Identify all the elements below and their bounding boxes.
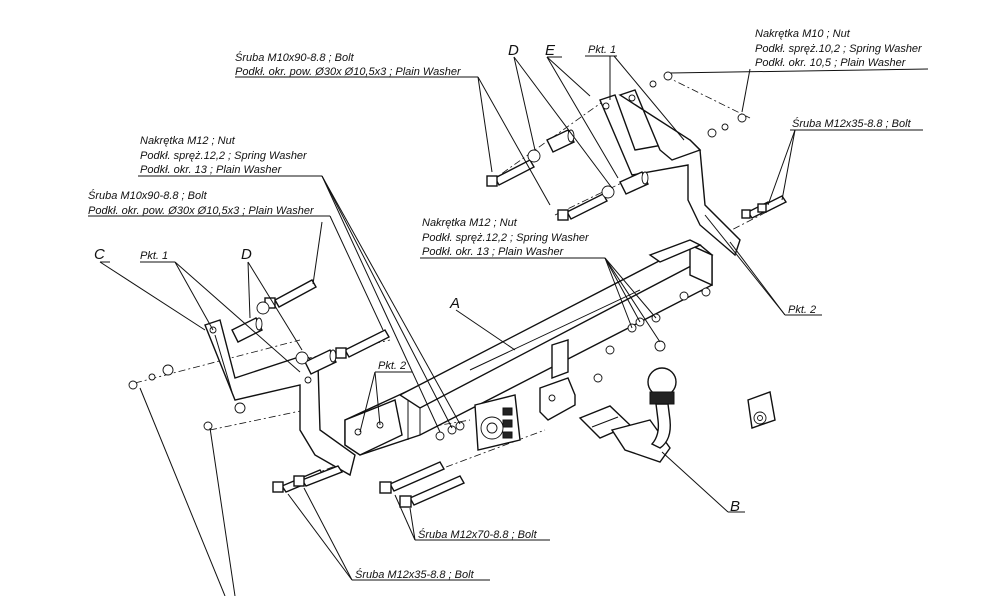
label-pkt2-left: Pkt. 2 (378, 360, 406, 372)
label-plain-washer-30-top: Podkł. okr. pow. Ø30x Ø10,5x3 ; Plain Wa… (235, 66, 462, 78)
label-pkt1-top: Pkt. 1 (588, 44, 616, 56)
letter-c: C (94, 246, 105, 263)
label-spring-washer-10-2: Podkł. spręż.10,2 ; Spring Washer (755, 43, 923, 55)
left-washers (128, 301, 309, 431)
bottom-bolts (272, 461, 465, 508)
label-nut-m12-center: Nakrętka M12 ; Nut (422, 217, 518, 229)
letter-d-top: D (508, 42, 519, 59)
right-m12x35-bolts (741, 195, 788, 219)
label-pkt1-left: Pkt. 1 (140, 250, 168, 262)
receiver-bracket (539, 339, 776, 429)
socket-plate (474, 394, 521, 451)
label-bolt-m10x90-top: Śruba M10x90-8.8 ; Bolt (235, 51, 355, 64)
label-plain-washer-30-left: Podkł. okr. pow. Ø30x Ø10,5x3 ; Plain Wa… (88, 205, 315, 217)
right-spacers-d-e (546, 129, 649, 195)
label-bolt-m10x90-left: Śruba M10x90-8.8 ; Bolt (88, 189, 208, 202)
right-bracket-e (599, 89, 741, 257)
label-nut-m12-left: Nakrętka M12 ; Nut (140, 135, 236, 147)
left-spacers-d (231, 317, 337, 375)
left-bolts (264, 279, 390, 359)
ball-hook-b (578, 367, 677, 463)
label-spring-washer-12-2-left: Podkł. spręż.12,2 ; Spring Washer (140, 150, 308, 162)
label-bolt-m12x35-right: Śruba M12x35-8.8 ; Bolt (792, 117, 912, 130)
right-washers (527, 71, 747, 199)
letter-d-left: D (241, 246, 252, 263)
left-bracket-c (204, 319, 356, 477)
label-plain-washer-13-center: Podkł. okr. 13 ; Plain Washer (422, 246, 565, 258)
label-bolt-m12x35-bottom: Śruba M12x35-8.8 ; Bolt (355, 568, 475, 581)
letter-b: B (730, 498, 740, 515)
label-pkt2-right: Pkt. 2 (788, 304, 816, 316)
label-spring-washer-12-2-center: Podkł. spręż.12,2 ; Spring Washer (422, 232, 590, 244)
label-bolt-m12x70: Śruba M12x70-8.8 ; Bolt (418, 528, 538, 541)
leader-lines (88, 55, 929, 596)
letter-a: A (449, 295, 460, 312)
label-plain-washer-10-5: Podkł. okr. 10,5 ; Plain Washer (755, 57, 907, 69)
center-fasteners (435, 287, 711, 441)
label-plain-washer-13-left: Podkł. okr. 13 ; Plain Washer (140, 164, 283, 176)
letter-e: E (545, 42, 556, 59)
label-nut-m10: Nakrętka M10 ; Nut (755, 28, 851, 40)
right-bolts (486, 159, 608, 221)
